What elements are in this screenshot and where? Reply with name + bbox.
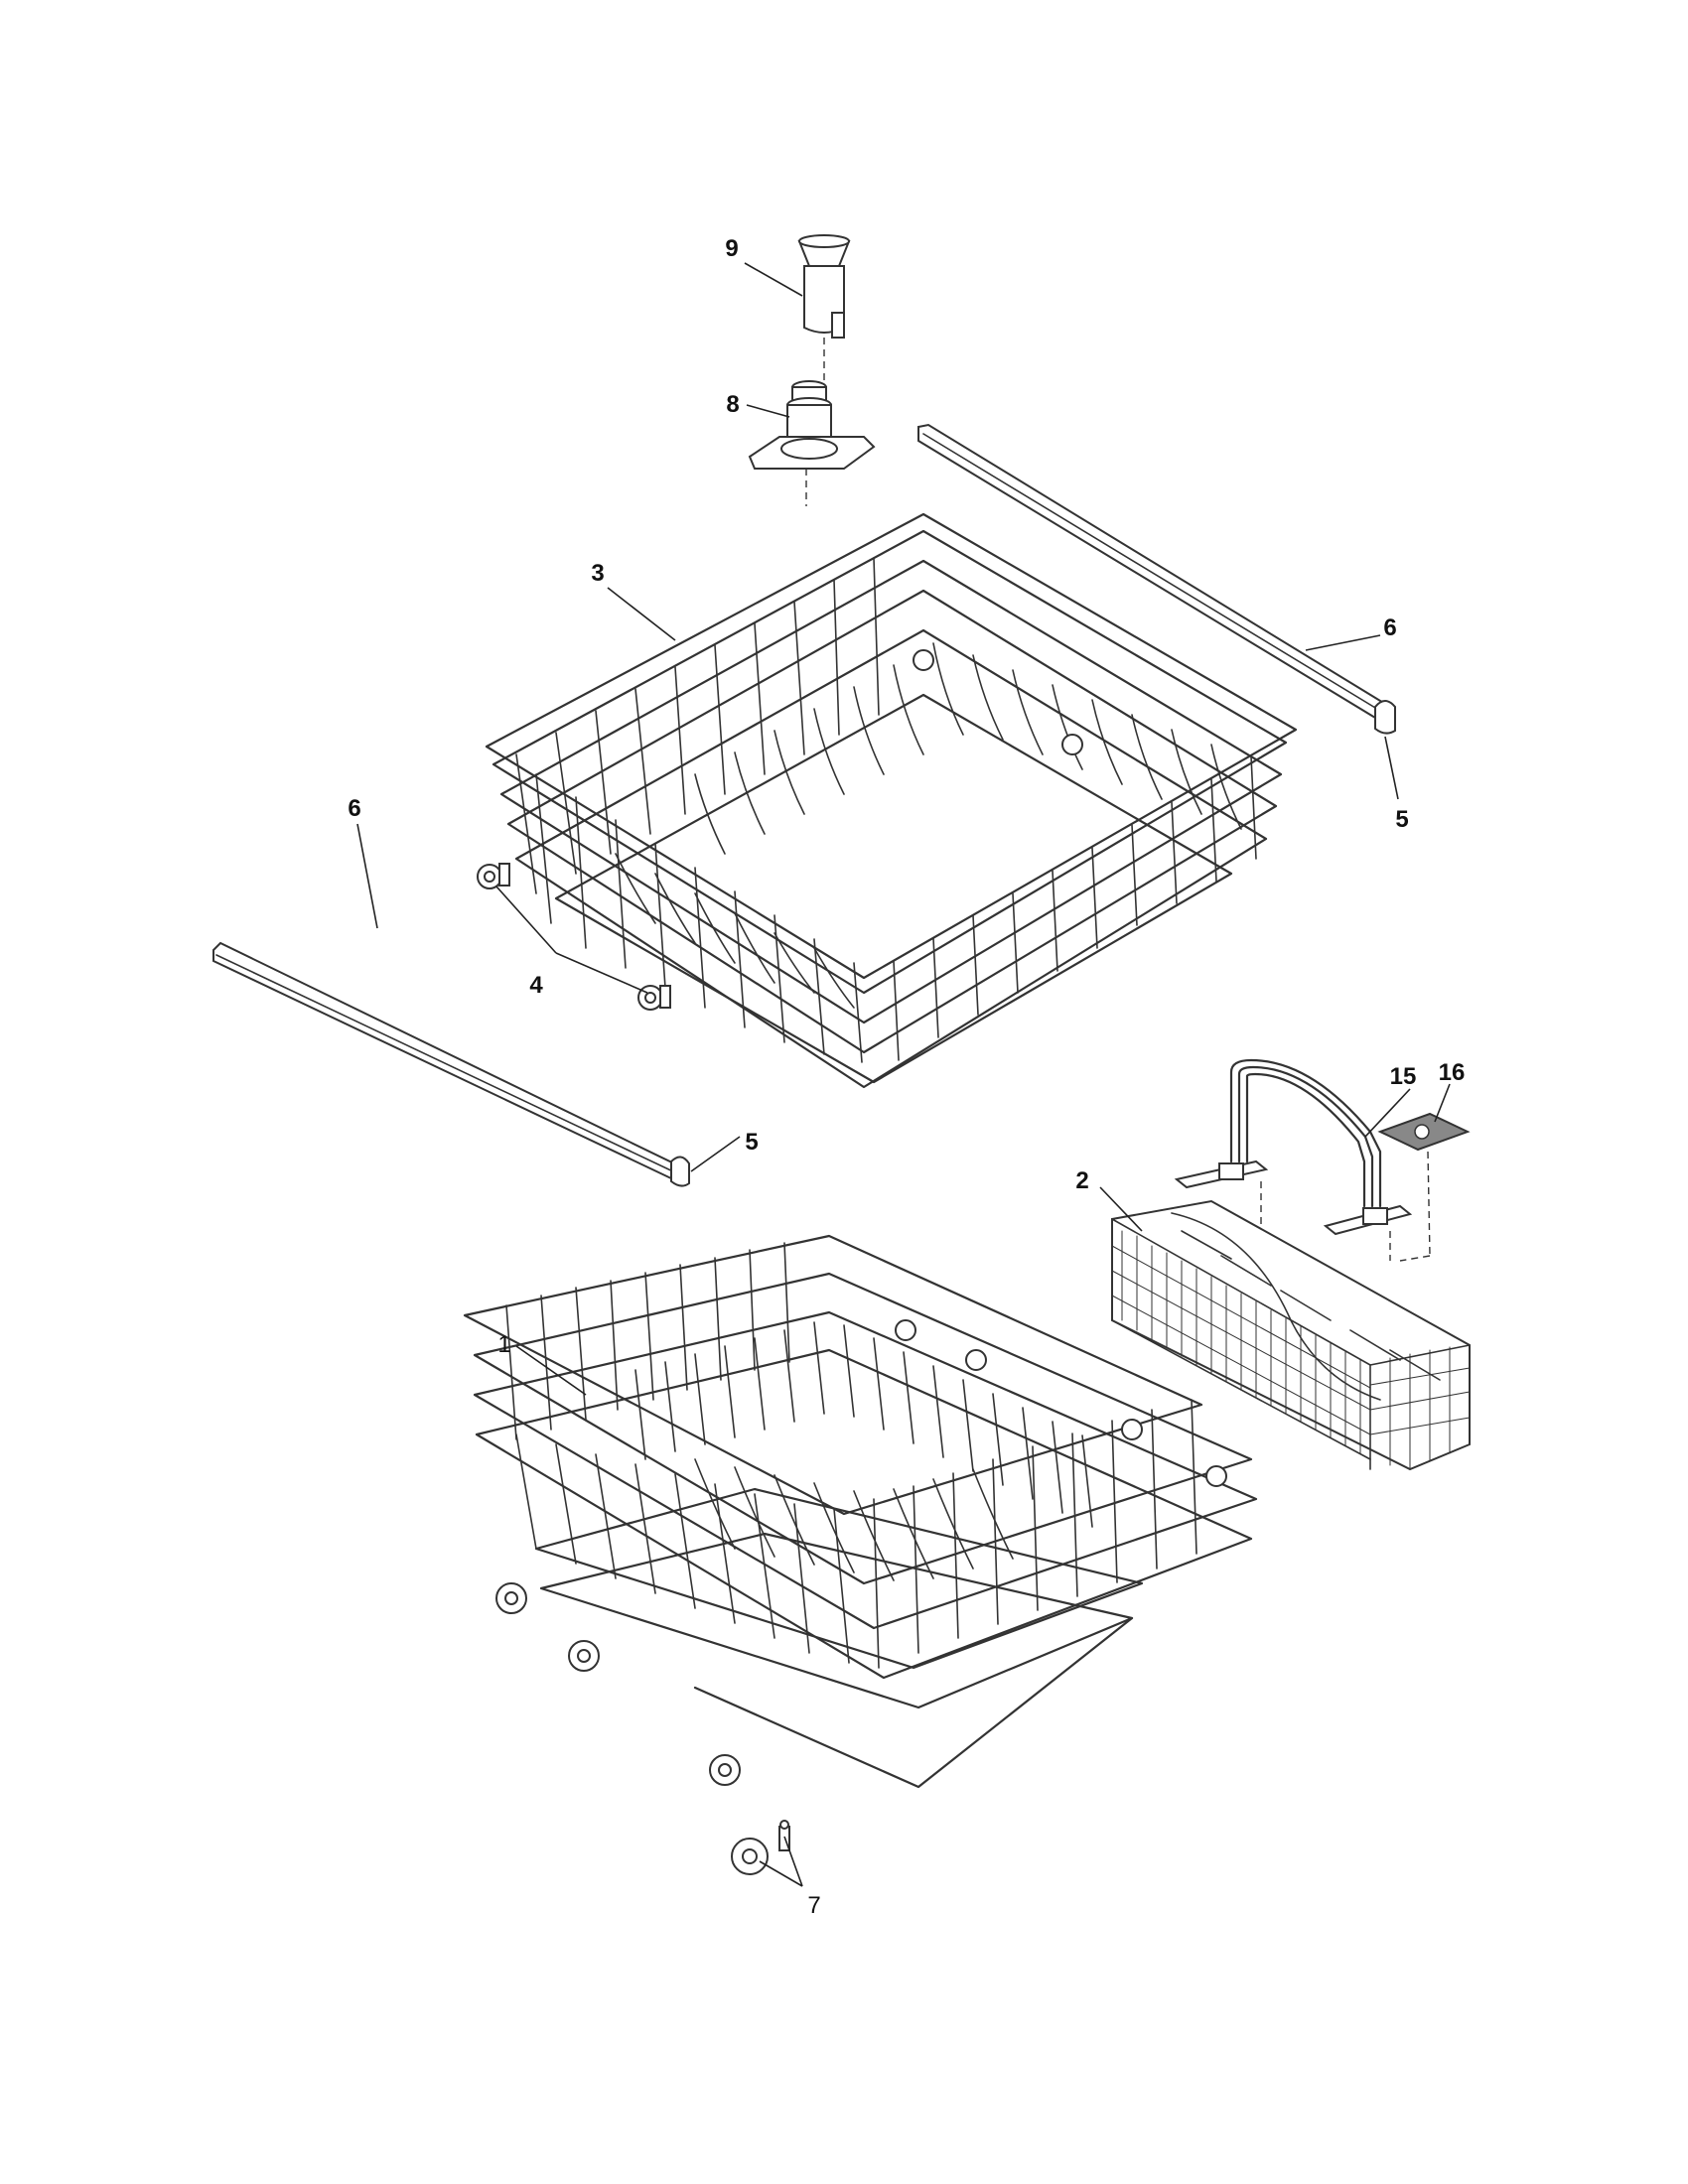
part-15-basket-handle (1174, 1058, 1413, 1236)
part-2-silverware-basket (1111, 1181, 1471, 1471)
leader-lines (356, 262, 1451, 1887)
callout-6-right: 6 (1383, 614, 1396, 641)
part-4-rack-wheels (477, 863, 671, 1011)
part-6-rail-right (917, 423, 1392, 723)
callout-labels: 9 8 3 6 5 6 4 5 15 16 2 1 7 (348, 235, 1465, 1919)
callout-5-right: 5 (1395, 806, 1408, 833)
callout-9: 9 (725, 235, 738, 262)
callout-2: 2 (1075, 1167, 1088, 1194)
lower-rack-wheels (495, 1582, 741, 1786)
part-16-grid-insert (1377, 1112, 1471, 1262)
part-8-coupling (748, 380, 876, 506)
part-5-end-cap-left (670, 1156, 690, 1187)
callout-3: 3 (591, 560, 604, 587)
callout-16: 16 (1439, 1059, 1466, 1086)
callout-8: 8 (726, 391, 739, 418)
part-3-upper-rack (477, 512, 1298, 1089)
callout-7: 7 (807, 1892, 820, 1919)
callout-15: 15 (1390, 1063, 1417, 1090)
part-1-lower-rack (463, 1234, 1258, 1789)
part-6-rail-left (212, 941, 682, 1181)
callout-4: 4 (529, 972, 543, 999)
part-9-nozzle (797, 234, 851, 382)
part-7-wheel-assembly (731, 1820, 790, 1875)
callout-5-left: 5 (745, 1129, 758, 1156)
callout-6-left: 6 (348, 795, 360, 822)
part-5-end-cap-right (1374, 700, 1396, 735)
callout-1: 1 (497, 1331, 510, 1358)
